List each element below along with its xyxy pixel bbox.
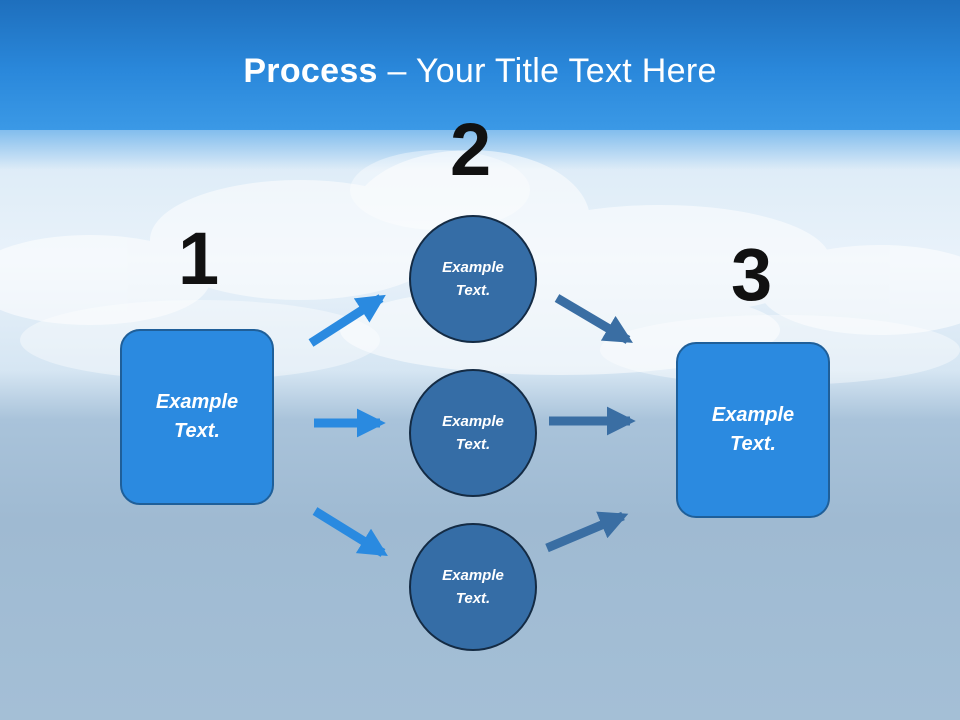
arrow-left-up	[308, 294, 386, 347]
arrow-right-up	[545, 511, 629, 553]
step-3-text: Example Text.	[711, 404, 795, 455]
circle-middle-text: Example Text.	[442, 413, 504, 453]
step-1-box: Example Text.	[120, 329, 274, 505]
step-number-3: 3	[731, 233, 773, 316]
arrow-right-down	[554, 294, 633, 344]
step-3-box: Example Text.	[676, 342, 830, 518]
title-rest: – Your Title Text Here	[377, 52, 717, 90]
circle-top-text: Example Text.	[442, 259, 504, 299]
step-number-1: 1	[178, 217, 220, 300]
step-number-2: 2	[450, 108, 492, 191]
title-bar	[0, 0, 960, 170]
cloud-background	[0, 150, 960, 385]
circle-middle: Example Text.	[409, 369, 537, 497]
slide-title: Process – Your Title Text Here	[0, 52, 960, 91]
title-bold: Process	[243, 52, 378, 90]
circle-bottom: Example Text.	[409, 523, 537, 651]
arrow-left-down	[312, 507, 388, 557]
circle-bottom-text: Example Text.	[442, 567, 504, 607]
circle-top: Example Text.	[409, 215, 537, 343]
step-1-text: Example Text.	[155, 391, 239, 442]
